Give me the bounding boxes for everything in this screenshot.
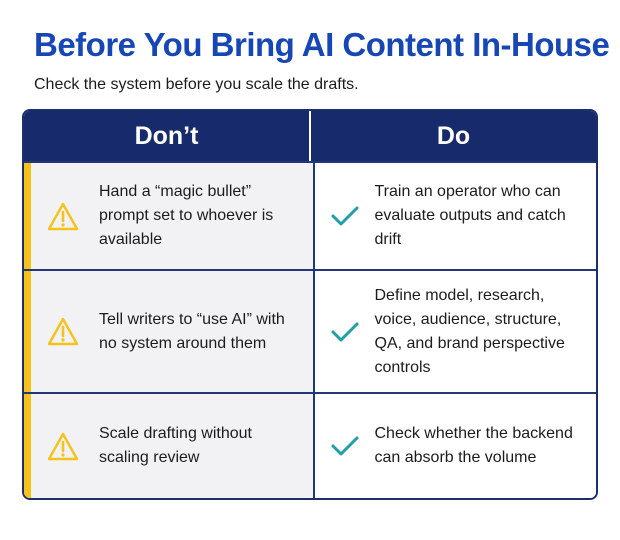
do-cell: Check whether the backend can absorb the… [312, 394, 596, 498]
dont-cell: Hand a “magic bullet” prompt set to whoe… [24, 163, 313, 269]
header-do: Do [309, 111, 596, 161]
do-text: Define model, research, voice, audience,… [374, 286, 565, 376]
warning-triangle-icon [31, 317, 95, 346]
table-row: Scale drafting without scaling review Ch… [24, 392, 596, 498]
dont-text: Scale drafting without scaling review [99, 425, 252, 466]
page-subtitle: Check the system before you scale the dr… [34, 76, 359, 93]
warning-triangle-icon [31, 432, 95, 461]
warning-triangle-icon [31, 202, 95, 231]
dont-cell: Scale drafting without scaling review [24, 394, 313, 498]
do-cell: Train an operator who can evaluate outpu… [312, 163, 596, 269]
dont-text: Tell writers to “use AI” with no system … [99, 310, 285, 352]
do-cell: Define model, research, voice, audience,… [312, 271, 596, 392]
table-row: Tell writers to “use AI” with no system … [24, 269, 596, 392]
check-icon [315, 204, 375, 228]
header-dont: Don’t [134, 121, 199, 150]
table-row: Hand a “magic bullet” prompt set to whoe… [24, 161, 596, 269]
comparison-table: Don’t Do Hand a “magic bullet” prompt se… [22, 109, 598, 500]
dont-text: Hand a “magic bullet” prompt set to whoe… [99, 183, 274, 248]
page-title: Before You Bring AI Content In-House [34, 26, 610, 63]
check-icon [315, 434, 375, 458]
do-text: Train an operator who can evaluate outpu… [374, 183, 566, 248]
dont-cell: Tell writers to “use AI” with no system … [24, 271, 313, 392]
check-icon [315, 320, 375, 344]
do-text: Check whether the backend can absorb the… [374, 425, 573, 466]
table-header: Don’t Do [24, 111, 596, 161]
